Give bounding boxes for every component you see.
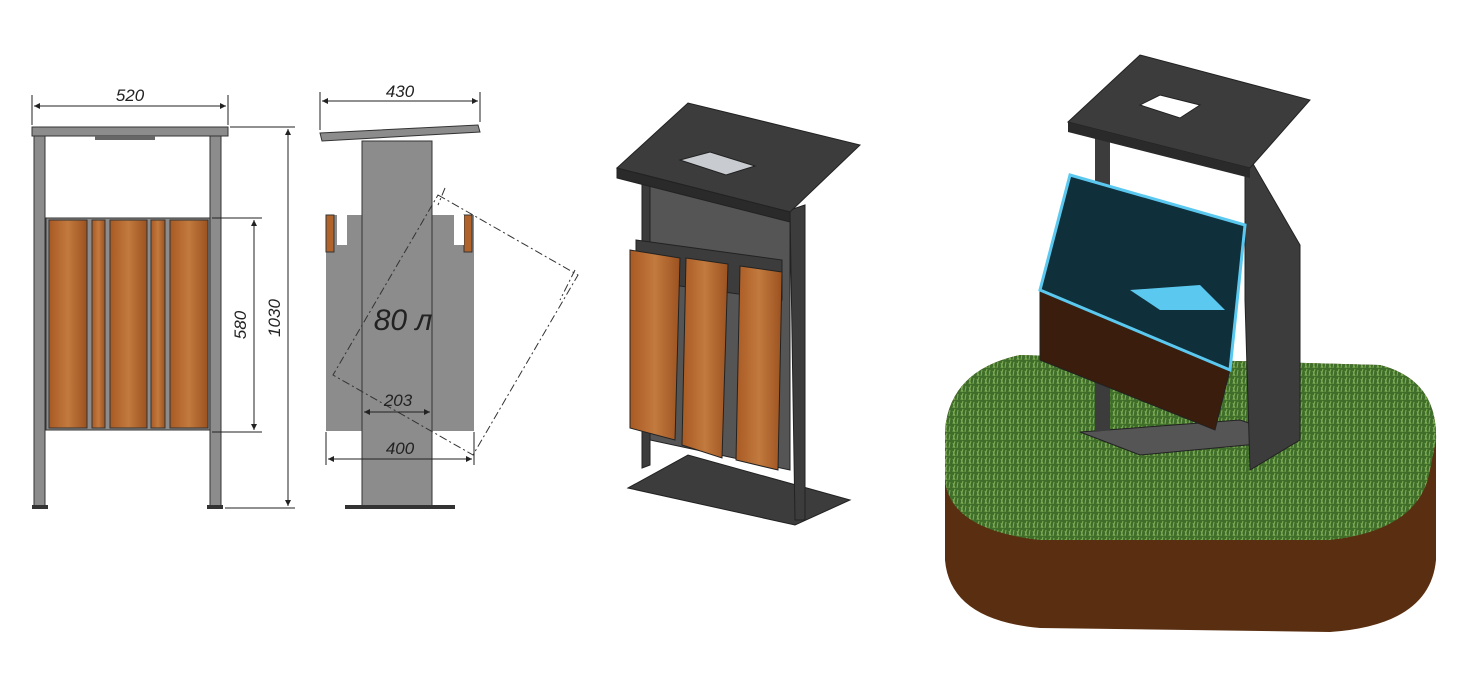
bin-width-dimension-label: 400	[386, 439, 415, 458]
depth-dimension-label: 430	[386, 82, 415, 101]
rendered-view-on-grass	[945, 54, 1437, 632]
panel-height-dimension-label: 580	[231, 310, 250, 339]
volume-label: 80 л	[374, 304, 433, 337]
side-view: 430 80 л 203 400	[319, 82, 579, 509]
isometric-view	[615, 102, 862, 526]
wood-panel	[45, 217, 211, 431]
width-dimension-label: 520	[116, 86, 145, 105]
post-width-dimension-label: 203	[383, 391, 413, 410]
height-dimension-label: 1030	[265, 299, 284, 337]
front-view: 520 1030 580	[31, 86, 295, 509]
